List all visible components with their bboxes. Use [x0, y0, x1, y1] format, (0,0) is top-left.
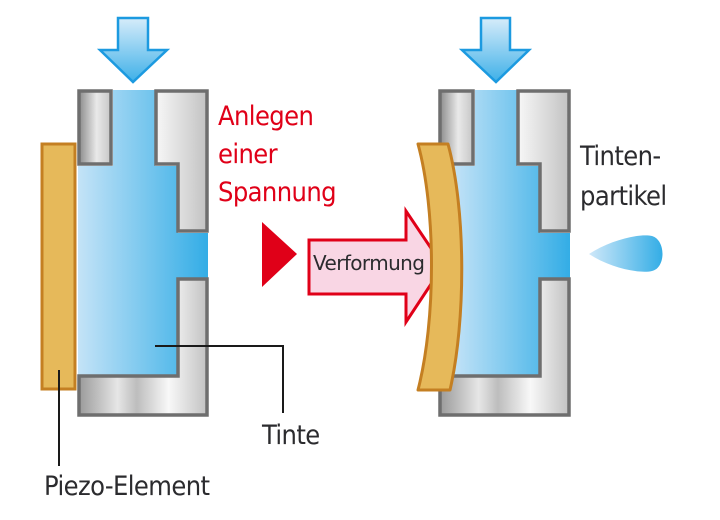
ink-supply-arrow-icon — [96, 16, 171, 84]
housing-wall-upper-left — [438, 89, 475, 166]
voltage-indicator-icon — [262, 222, 297, 287]
tinte-leader-line — [155, 345, 284, 413]
deformation-arrow-icon — [307, 206, 445, 327]
housing-wall-lower — [438, 277, 571, 417]
voltage-label-line1: Anlegen — [218, 101, 314, 132]
voltage-label-line3: Spannung — [218, 177, 337, 208]
deformation-label: Verformung — [313, 251, 425, 275]
ink-chamber — [452, 90, 570, 376]
piezo-element-label: Piezo-Element — [44, 471, 210, 502]
ink-supply-arrow-icon — [458, 16, 533, 84]
piezo-element-bent — [416, 142, 464, 392]
nozzle-deformed — [416, 16, 571, 417]
ink-label: Tinte — [262, 420, 320, 451]
ink-droplet-icon — [589, 235, 663, 272]
housing-wall-upper-right — [154, 89, 209, 233]
housing-wall-upper-right — [516, 89, 571, 233]
housing-wall-lower — [77, 277, 209, 417]
piezo-element-flat — [40, 142, 77, 391]
nozzle-resting — [40, 16, 209, 417]
housing-wall-upper-left — [77, 89, 113, 166]
ink-particle-label-line2: partikel — [580, 181, 667, 212]
ink-chamber — [78, 90, 208, 376]
ink-particle-label-line1: Tinten- — [580, 141, 661, 172]
voltage-label-line2: einer — [218, 139, 278, 170]
